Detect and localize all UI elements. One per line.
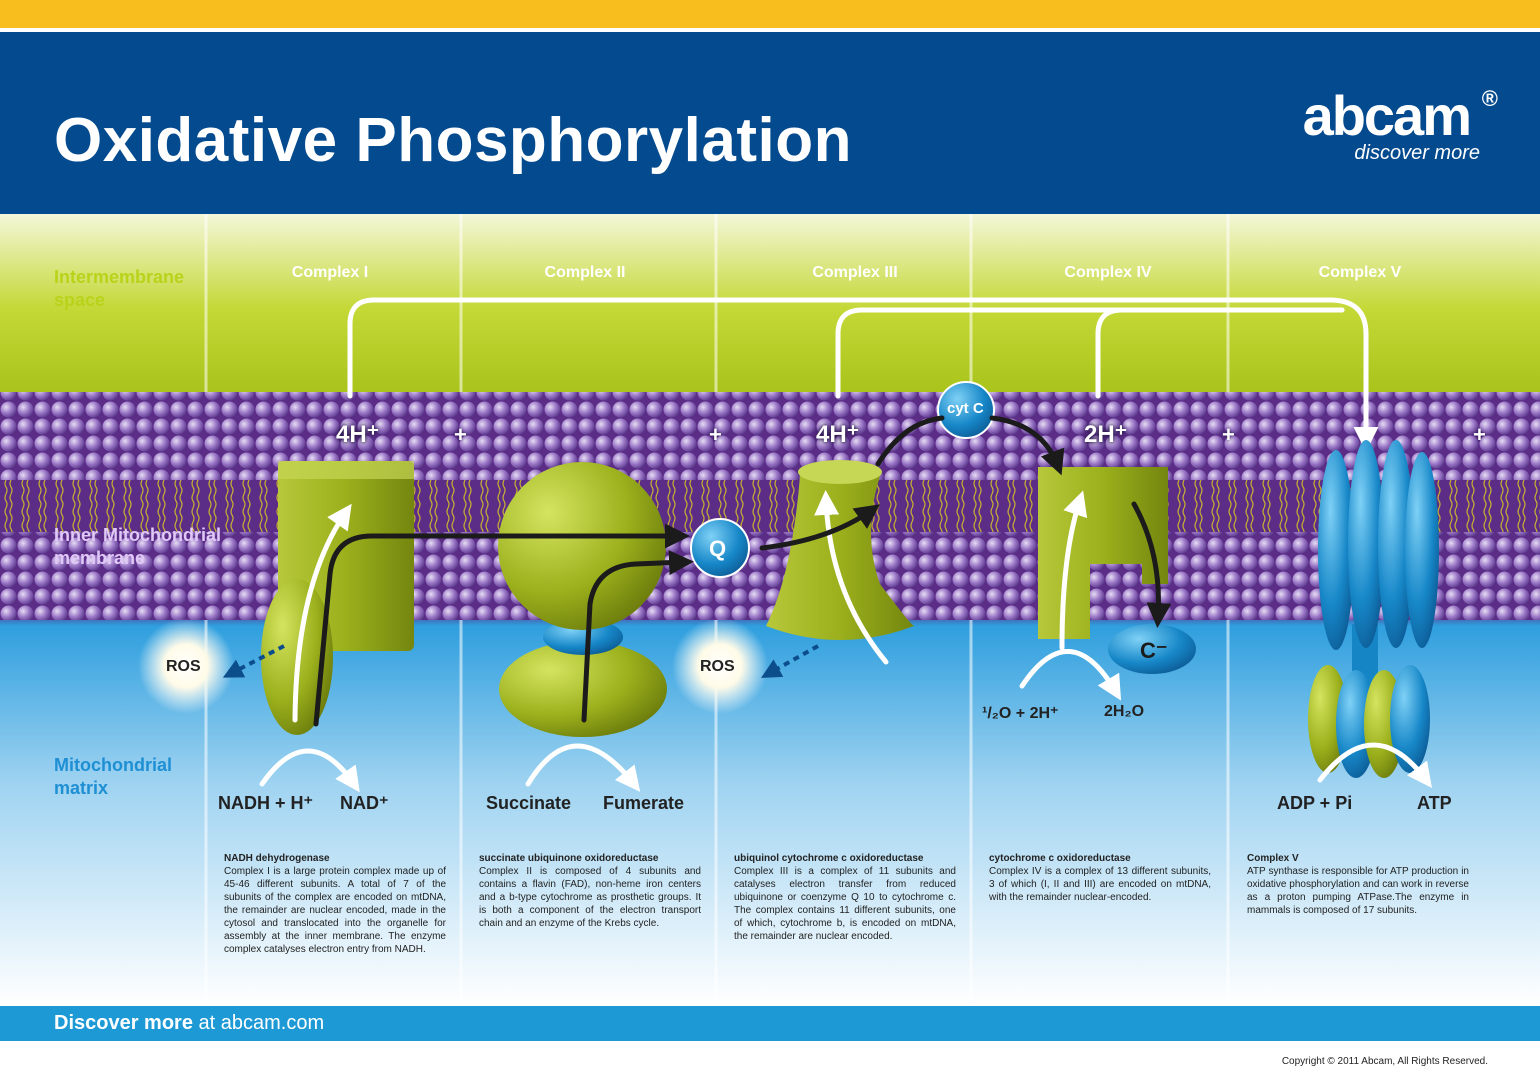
description-complex-5: Complex V ATP synthase is responsible fo… [1247,852,1469,917]
complex-title-5: Complex V [1318,264,1402,281]
logo-wordmark: abcam [1302,84,1472,147]
ubiquinone-label: Q [709,536,727,561]
plus-sign: + [1222,422,1235,447]
region-label-matrix: Mitochondrial matrix [54,755,172,798]
description-complex-4: cytochrome c oxidoreductase Complex IV i… [989,852,1211,904]
description-complex-2: succinate ubiquinone oxidoreductase Comp… [479,852,701,930]
description-text: Complex III is a complex of 11 subunits … [734,866,956,942]
description-text: Complex II is composed of 4 subunits and… [479,866,701,929]
plus-sign: + [709,422,722,447]
footer-url: at abcam.com [192,1012,325,1034]
reaction-oxygen: ¹/₂O + 2H⁺ [982,705,1059,722]
registered-mark: ® [1481,86,1498,111]
page-title: Oxidative Phosphorylation [54,106,852,175]
cytochrome-c-label: cyt C [947,400,984,417]
electron-label: C⁻ [1140,638,1168,663]
plus-sign: + [454,422,467,447]
copyright-notice: Copyright © 2011 Abcam, All Rights Reser… [1281,1056,1488,1067]
description-text: ATP synthase is responsible for ATP prod… [1247,866,1469,916]
region-label-membrane: Inner Mitochondrial membrane [54,525,222,568]
complex-title-1: Complex I [291,264,369,281]
diagram-artwork [0,214,1540,1006]
proton-label-complex-1: 4H⁺ [336,421,380,448]
proton-label-complex-4: 2H⁺ [1084,421,1128,448]
description-text: Complex I is a large protein complex mad… [224,866,446,955]
description-title: Complex V [1247,853,1299,864]
description-title: NADH dehydrogenase [224,853,330,864]
description-complex-3: ubiquinol cytochrome c oxidoreductase Co… [734,852,956,943]
description-text: Complex IV is a complex of 13 different … [989,866,1211,903]
complex-title-4: Complex IV [1064,264,1152,281]
footer-bar [0,1006,1540,1041]
reaction-fumerate: Fumerate [603,793,685,813]
header-banner [0,32,1540,214]
reaction-nadh: NADH + H⁺ [218,793,314,813]
description-title: ubiquinol cytochrome c oxidoreductase [734,853,924,864]
complex-title-3: Complex III [812,264,898,281]
plus-sign: + [1473,422,1486,447]
oxphos-diagram: Intermembrane space Inner Mitochondrial … [0,214,1540,1006]
region-label-intermembrane: Intermembrane space [54,267,185,310]
logo-tagline: discover more [1354,142,1480,164]
description-complex-1: NADH dehydrogenase Complex I is a large … [224,852,446,956]
reaction-succinate: Succinate [486,793,572,813]
ros-label: ROS [166,658,201,675]
footer-link[interactable]: Discover more at abcam.com [54,1012,324,1035]
ros-label: ROS [700,658,735,675]
abcam-logo[interactable]: abcam ® discover more [1290,86,1510,176]
footer-bold: Discover more [54,1012,193,1034]
top-accent-stripe [0,0,1540,28]
reaction-water: 2H₂O [1104,703,1145,720]
top-divider [0,28,1540,32]
reaction-atp: ATP [1417,793,1452,813]
description-title: succinate ubiquinone oxidoreductase [479,853,659,864]
description-title: cytochrome c oxidoreductase [989,853,1131,864]
proton-label-complex-3: 4H⁺ [816,421,860,448]
complex-title-2: Complex II [544,264,626,281]
reaction-adp: ADP + Pi [1277,793,1353,813]
reaction-nad: NAD⁺ [340,793,389,813]
